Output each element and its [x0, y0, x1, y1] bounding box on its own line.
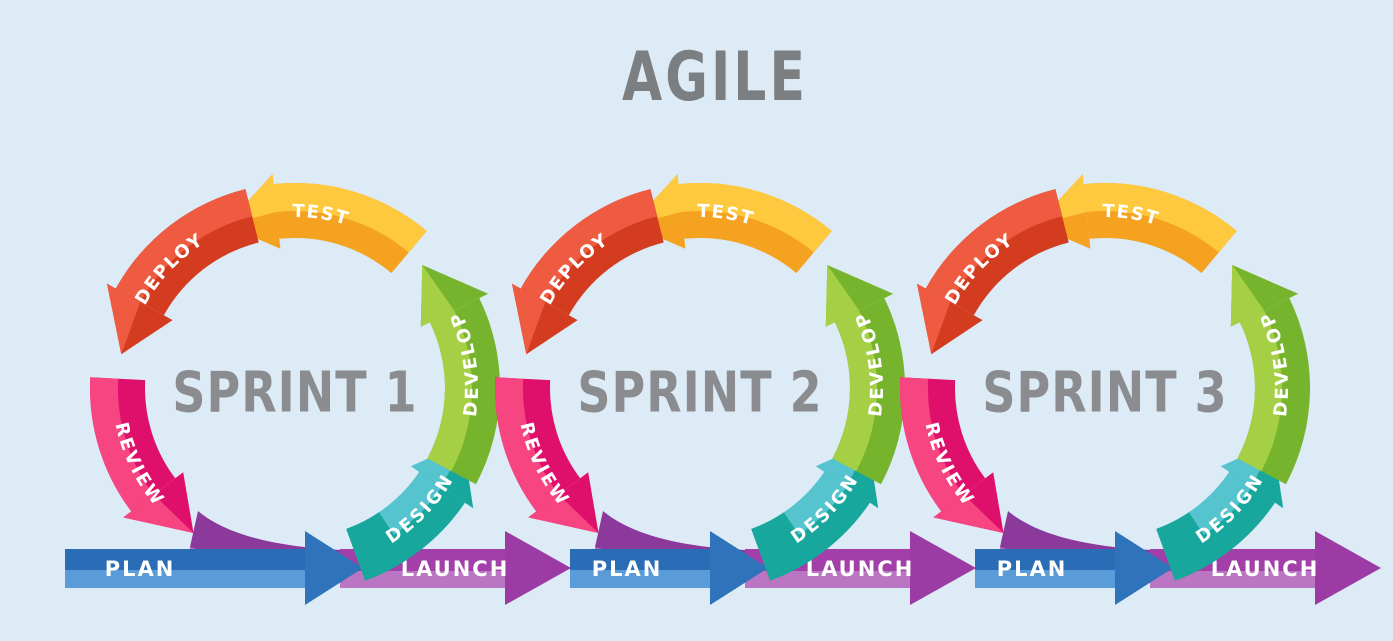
launch-arrow-band-highlight: [1150, 571, 1315, 588]
plan-arrow-band-highlight: [65, 570, 305, 588]
plan-arrow-band-highlight: [975, 570, 1115, 588]
sprint-1-label: SPRINT 1: [172, 359, 418, 425]
plan-arrow-label: PLAN: [997, 557, 1068, 581]
deploy-arrowhead-highlight: [107, 283, 141, 355]
develop-arrow-band-highlight: [832, 310, 878, 472]
develop-arrow-band-highlight: [1237, 310, 1283, 472]
develop-arrowhead-highlight: [825, 265, 860, 327]
launch-arrow-label: LAUNCH: [401, 557, 510, 581]
plan-arrowhead: [305, 531, 363, 605]
launch-arrow-label: LAUNCH: [1211, 557, 1320, 581]
plan-arrow-band: [570, 549, 710, 570]
launch-arrow-band-highlight: [745, 571, 910, 588]
review-arrow-band-highlight: [90, 377, 154, 512]
develop-arrow: DEVELOP: [420, 265, 501, 485]
test-arrow-band-highlight: [678, 182, 832, 253]
test-arrow: TEST: [225, 174, 427, 274]
launch-arrowhead: [505, 531, 571, 605]
develop-arrow: DEVELOP: [825, 265, 906, 485]
sprint-3-label: SPRINT 3: [982, 359, 1228, 425]
test-arrow: TEST: [1035, 174, 1237, 274]
plan-arrow-label: PLAN: [592, 557, 663, 581]
test-arrow-band-highlight: [1083, 182, 1237, 253]
plan-arrow-band: [65, 549, 305, 570]
deploy-arrowhead-highlight: [512, 283, 546, 355]
launch-arrow-band-highlight: [340, 571, 505, 588]
flow-arrows-layer: LAUNCH PLAN LAUNCH PLAN LAUNCH PLAN: [65, 511, 1381, 605]
review-arrow-band-highlight: [900, 377, 964, 512]
design-arrow-tail-shade: [751, 512, 815, 581]
develop-arrow: DEVELOP: [1230, 265, 1311, 485]
launch-arrow-label: LAUNCH: [806, 557, 915, 581]
review-arrowhead-highlight: [933, 494, 1004, 533]
review-arrow: REVIEW: [90, 377, 194, 533]
test-arrow: TEST: [630, 174, 832, 274]
diagram-title: AGILE: [622, 39, 808, 117]
plan-arrow-band-highlight: [570, 570, 710, 588]
plan-arrow-band: [975, 549, 1115, 570]
plan-arrow: PLAN: [570, 531, 768, 605]
deploy-arrow: DEPLOY: [917, 189, 1069, 355]
review-arrowhead-highlight: [123, 494, 194, 533]
plan-arrow: PLAN: [975, 531, 1173, 605]
design-arrow-tail-shade: [346, 512, 410, 581]
review-arrow-band-highlight: [495, 377, 559, 512]
launch-arrowhead: [910, 531, 976, 605]
deploy-arrow-band-highlight: [115, 189, 253, 303]
plan-arrowhead: [710, 531, 768, 605]
plan-arrow-label: PLAN: [105, 557, 176, 581]
sprint-2-label: SPRINT 2: [577, 359, 823, 425]
test-arrow-band-highlight: [273, 182, 427, 253]
develop-arrowhead-highlight: [420, 265, 455, 327]
deploy-arrowhead-highlight: [917, 283, 951, 355]
deploy-arrow: DEPLOY: [512, 189, 664, 355]
develop-arrowhead-highlight: [1230, 265, 1265, 327]
plan-arrowhead: [1115, 531, 1173, 605]
design-arrow-tail-shade: [1156, 512, 1220, 581]
review-arrowhead-highlight: [528, 494, 599, 533]
develop-arrow-band-highlight: [427, 310, 473, 472]
cycle-arrows-layer: DESIGNDEVELOPTESTDEPLOYREVIEWDESIGNDEVEL…: [90, 174, 1311, 581]
plan-arrow: PLAN: [65, 531, 363, 605]
deploy-arrow: DEPLOY: [107, 189, 259, 355]
review-arrow: REVIEW: [495, 377, 599, 533]
launch-arrowhead: [1315, 531, 1381, 605]
deploy-arrow-band-highlight: [520, 189, 658, 303]
deploy-arrow-band-highlight: [925, 189, 1063, 303]
